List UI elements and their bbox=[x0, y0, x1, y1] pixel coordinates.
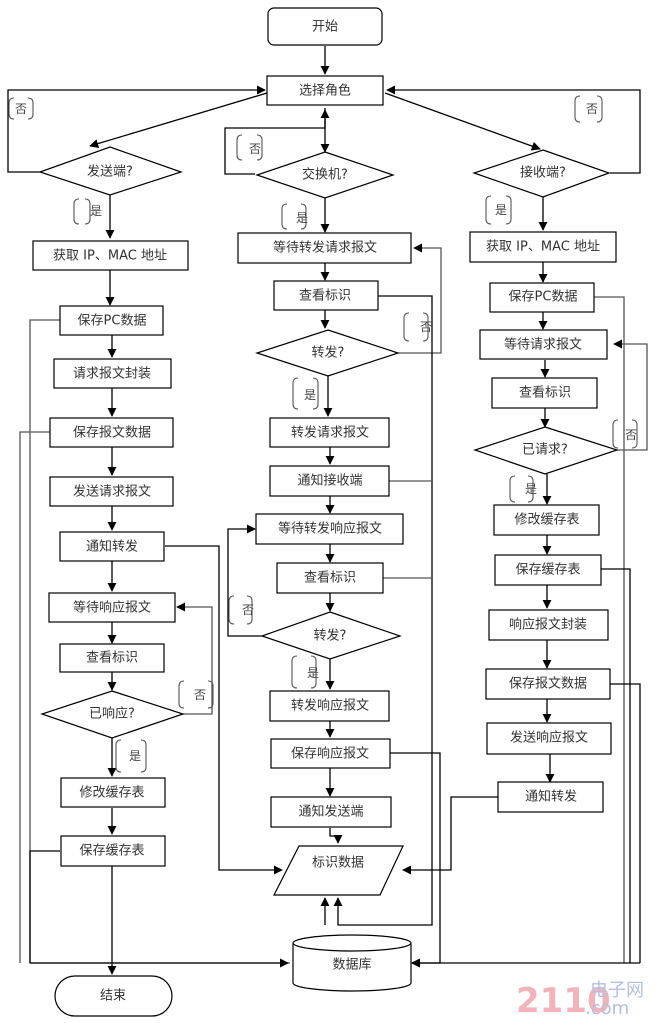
select-role-label: 选择角色 bbox=[299, 83, 351, 99]
receiver-step: 获取 IP、MAC 地址 bbox=[486, 240, 600, 255]
switch-step: 等待转发响应报文 bbox=[278, 521, 382, 537]
sender-step: 发送请求报文 bbox=[73, 484, 151, 500]
sender-decision: 发送端? bbox=[38, 146, 183, 196]
switch-step: 通知发送端 bbox=[298, 804, 363, 820]
switch-decision: 交换机? bbox=[255, 151, 395, 199]
receiver-step: 响应报文封装 bbox=[509, 617, 587, 633]
no-label: 否 bbox=[625, 428, 637, 442]
switch-step: 转发响应报文 bbox=[291, 698, 369, 714]
receiver-step: 保存报文数据 bbox=[509, 677, 587, 692]
yes-label: 是 bbox=[296, 211, 308, 225]
sender-step: 保存报文数据 bbox=[73, 426, 151, 441]
yes-label: 是 bbox=[129, 749, 141, 763]
switch-step: 等待转发请求报文 bbox=[273, 240, 377, 256]
switch-step: 通知接收端 bbox=[297, 473, 362, 489]
sender-step: 保存缓存表 bbox=[79, 844, 144, 859]
start-label: 开始 bbox=[312, 20, 338, 35]
select-role-node: 选择角色 bbox=[266, 75, 384, 106]
sender-step: 获取 IP、MAC 地址 bbox=[53, 249, 167, 264]
database-node: 数据库 bbox=[292, 934, 412, 992]
no-label: 否 bbox=[586, 102, 598, 116]
no-label: 否 bbox=[194, 688, 206, 702]
sender-decision-label: 发送端? bbox=[87, 164, 133, 180]
forward-decision-label: 转发? bbox=[312, 345, 345, 361]
responded-decision-label: 已响应? bbox=[89, 706, 135, 722]
sender-step: 请求报文封装 bbox=[73, 367, 151, 382]
requested-decision-label: 已请求? bbox=[522, 443, 568, 458]
receiver-decision-label: 接收端? bbox=[520, 165, 566, 181]
data-io-node: 标识数据 bbox=[273, 845, 404, 896]
sender-step: 修改缓存表 bbox=[79, 786, 144, 801]
sender-step: 等待响应报文 bbox=[73, 600, 151, 616]
watermark-domain: .com bbox=[585, 998, 629, 1019]
switch-step: 查看标识 bbox=[304, 570, 356, 586]
sender-step: 通知转发 bbox=[86, 539, 138, 555]
database-label: 数据库 bbox=[332, 957, 371, 973]
receiver-step: 保存缓存表 bbox=[515, 563, 580, 578]
no-label: 否 bbox=[15, 102, 27, 116]
end-node: 结束 bbox=[54, 975, 173, 1017]
no-label: 否 bbox=[242, 603, 254, 617]
receiver-step: 保存PC数据 bbox=[509, 290, 578, 305]
yes-label: 是 bbox=[90, 204, 102, 218]
receiver-step: 发送响应报文 bbox=[510, 730, 588, 746]
yes-label: 是 bbox=[304, 388, 316, 402]
switch-step: 转发请求报文 bbox=[291, 425, 369, 441]
switch-step: 保存响应报文 bbox=[291, 746, 369, 762]
yes-label: 是 bbox=[525, 482, 537, 496]
branch-labels: 否 是 否 是 否 是 否 是 否 是 否 是 否 是 bbox=[8, 95, 638, 773]
receiver-decision: 接收端? bbox=[472, 149, 611, 198]
receiver-step: 修改缓存表 bbox=[514, 513, 579, 528]
switch-column: 等待转发请求报文 查看标识 转发? 转发请求报文 通知接收端 等待转发响应报文 … bbox=[237, 232, 412, 828]
forward-decision-2-label: 转发? bbox=[314, 628, 347, 644]
end-label: 结束 bbox=[100, 989, 126, 1004]
sender-step: 保存PC数据 bbox=[78, 314, 147, 329]
start-node: 开始 bbox=[267, 7, 383, 46]
receiver-column: 获取 IP、MAC 地址 保存PC数据 等待请求报文 查看标识 已请求? 修改缓… bbox=[469, 231, 619, 813]
connectors bbox=[7, 46, 648, 975]
switch-step: 查看标识 bbox=[299, 288, 351, 304]
no-label: 否 bbox=[420, 320, 432, 334]
receiver-step: 查看标识 bbox=[519, 385, 571, 401]
switch-decision-label: 交换机? bbox=[302, 167, 348, 183]
receiver-step: 等待请求报文 bbox=[504, 337, 582, 353]
receiver-step: 通知转发 bbox=[525, 789, 577, 805]
no-label: 否 bbox=[249, 142, 261, 156]
sender-step: 查看标识 bbox=[86, 650, 138, 666]
data-io-label: 标识数据 bbox=[312, 856, 364, 871]
watermark-logo: 2110 bbox=[516, 981, 611, 1021]
watermark: 2110 电子网 .com bbox=[516, 980, 644, 1021]
yes-label: 是 bbox=[307, 666, 319, 680]
watermark-site: 电子网 bbox=[590, 980, 644, 1001]
sender-column: 获取 IP、MAC 地址 保存PC数据 请求报文封装 保存报文数据 发送请求报文… bbox=[32, 240, 189, 867]
yes-label: 是 bbox=[495, 203, 507, 217]
